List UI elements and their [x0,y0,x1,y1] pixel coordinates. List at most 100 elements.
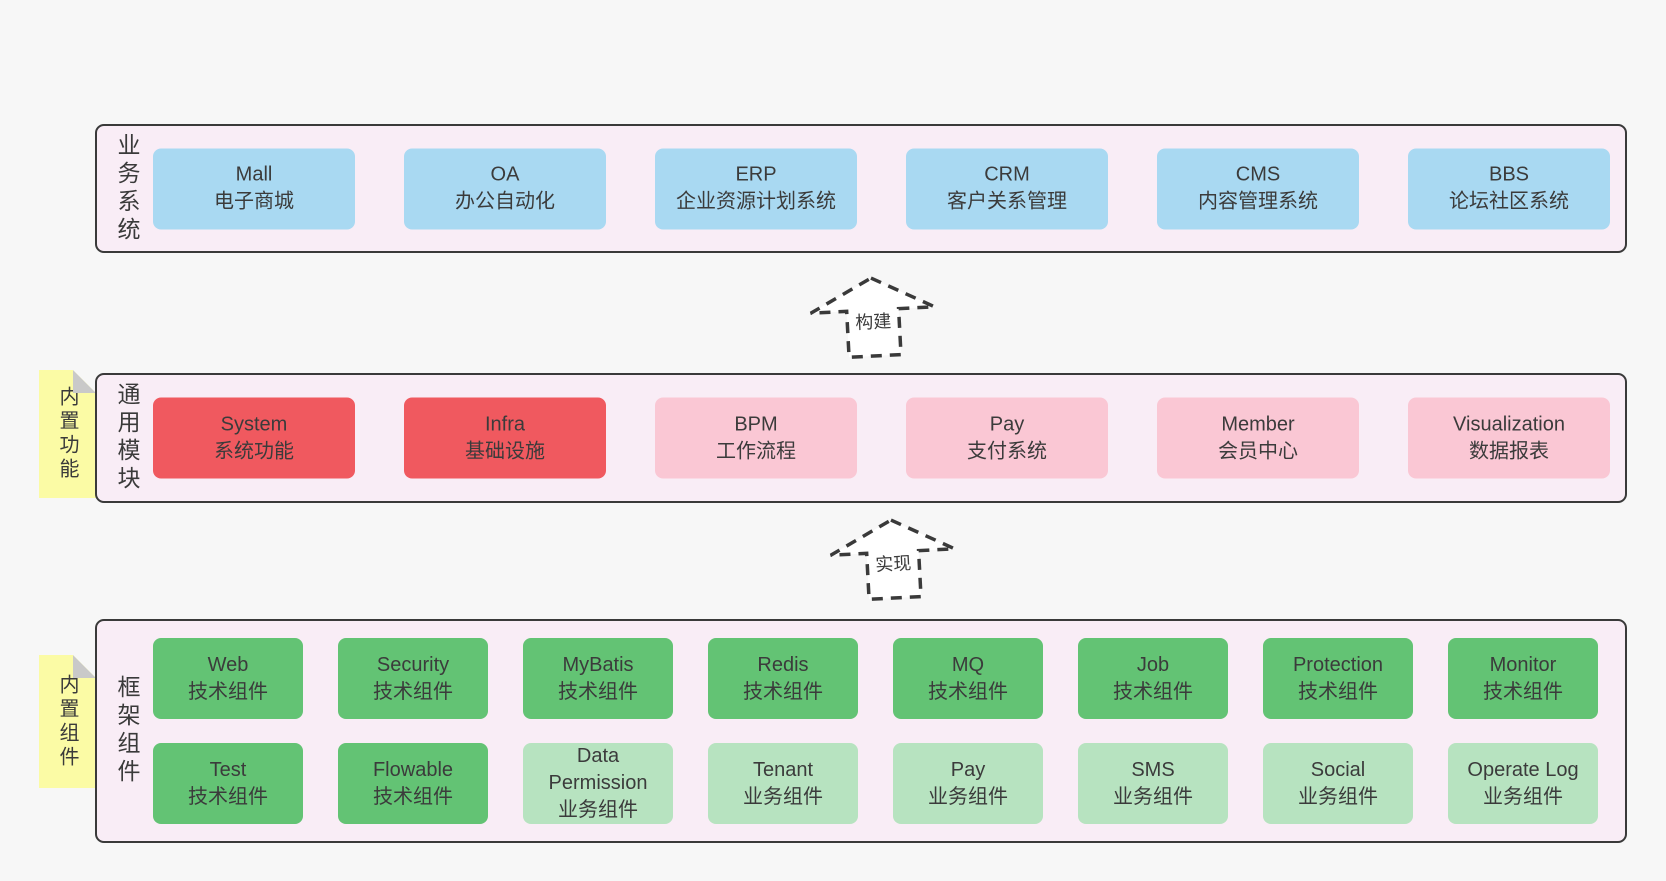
box-title: Web [207,653,249,676]
box-subtitle: 业务组件 [743,785,823,808]
box-sms: SMS 业务组件 [1078,743,1228,824]
box-subtitle: 客户关系管理 [947,190,1067,213]
box-title: Operate Log [1467,758,1579,781]
box-title: CMS [1235,163,1281,186]
box-cms: CMS 内容管理系统 [1157,148,1359,229]
box-subtitle: 技术组件 [188,680,268,703]
sticky-note-builtin-features: 内置功能 [39,370,96,498]
box-title: BBS [1488,163,1530,186]
box-subtitle: 技术组件 [558,680,638,703]
note-fold-corner-icon [73,655,96,678]
box-subtitle: 电子商城 [214,190,294,213]
business-boxes-row: Mall 电子商城 OA 办公自动化 ERP 企业资源计划系统 CRM 客户关系… [153,148,1610,229]
box-title: Flowable [372,758,454,781]
box-title: MyBatis [562,653,634,676]
box-subtitle: 系统功能 [214,440,294,462]
note-fold-corner-icon [73,370,96,393]
box-title: System [220,413,288,435]
box-mall: Mall 电子商城 [153,148,355,229]
box-erp: ERP 企业资源计划系统 [655,148,857,229]
box-bpm: BPM 工作流程 [655,397,857,479]
box-title: SMS [1131,758,1175,781]
box-subtitle: 企业资源计划系统 [676,190,836,213]
business-systems-panel: 业务系统 Mall 电子商城 OA 办公自动化 ERP 企业资源计划系统 CRM… [95,124,1627,253]
box-title: Monitor [1489,653,1557,676]
common-boxes-row: System 系统功能 Infra 基础设施 BPM 工作流程 Pay 支付系统… [153,397,1610,479]
box-member: Member 会员中心 [1157,397,1359,479]
note-builtin-components-label: 内置组件 [56,673,78,770]
box-mybatis: MyBatis 技术组件 [523,638,673,719]
box-operate-log: Operate Log 业务组件 [1448,743,1598,824]
box-subtitle: 会员中心 [1218,440,1298,462]
box-subtitle: 业务组件 [928,785,1008,808]
box-social: Social 业务组件 [1263,743,1413,824]
box-tenant: Tenant 业务组件 [708,743,858,824]
box-redis: Redis 技术组件 [708,638,858,719]
box-title: Visualization [1453,413,1565,435]
note-builtin-features-label: 内置功能 [56,386,78,482]
box-job: Job 技术组件 [1078,638,1228,719]
business-systems-side-label: 业务系统 [114,132,140,245]
box-subtitle: 技术组件 [373,785,453,808]
box-crm: CRM 客户关系管理 [906,148,1108,229]
box-security: Security 技术组件 [338,638,488,719]
box-data-permission: Data Permission 业务组件 [523,743,673,824]
framework-boxes-row-2: Test 技术组件 Flowable 技术组件 Data Permission … [153,743,1598,824]
box-title: Job [1136,653,1170,676]
box-oa: OA 办公自动化 [404,148,606,229]
box-title: MQ [951,653,985,676]
common-modules-side-label: 通用模块 [114,382,140,494]
box-subtitle: 支付系统 [967,440,1047,462]
box-bbs: BBS 论坛社区系统 [1408,148,1610,229]
box-subtitle: 办公自动化 [455,190,555,213]
box-subtitle: 技术组件 [743,680,823,703]
box-subtitle: 技术组件 [928,680,1008,703]
box-title: Pay [950,758,986,781]
box-infra: Infra 基础设施 [404,397,606,479]
box-title: Redis [757,653,809,676]
common-modules-panel: 通用模块 System 系统功能 Infra 基础设施 BPM 工作流程 Pay… [95,373,1627,503]
box-protection: Protection 技术组件 [1263,638,1413,719]
box-title: Tenant [752,758,814,781]
box-title: BPM [734,413,778,435]
box-title: Data Permission [548,745,648,794]
box-subtitle: 业务组件 [1483,785,1563,808]
box-title: Member [1221,413,1295,435]
box-test: Test 技术组件 [153,743,303,824]
box-title: OA [490,163,520,186]
framework-components-panel: 框架组件 Web 技术组件 Security 技术组件 MyBatis 技术组件… [95,619,1627,843]
box-title: Pay [989,413,1025,435]
implement-arrow-label: 实现 [871,548,915,578]
box-subtitle: 数据报表 [1469,440,1549,462]
box-title: Security [376,653,450,676]
box-subtitle: 论坛社区系统 [1449,190,1569,213]
box-title: ERP [735,163,777,186]
box-web: Web 技术组件 [153,638,303,719]
box-title: Infra [484,413,526,435]
box-subtitle: 技术组件 [373,680,453,703]
box-subtitle: 业务组件 [1298,785,1378,808]
box-subtitle: 技术组件 [188,785,268,808]
box-subtitle: 基础设施 [465,440,545,462]
box-system: System 系统功能 [153,397,355,479]
box-title: Protection [1292,653,1384,676]
box-mq: MQ 技术组件 [893,638,1043,719]
box-title: CRM [984,163,1030,186]
framework-components-side-label: 框架组件 [114,675,140,787]
build-arrow: 构建 [806,272,940,363]
box-visualization: Visualization 数据报表 [1408,397,1610,479]
implement-arrow: 实现 [826,514,960,605]
box-pay: Pay 支付系统 [906,397,1108,479]
box-subtitle: 技术组件 [1298,680,1378,703]
box-title: Test [209,758,247,781]
box-subtitle: 业务组件 [1113,785,1193,808]
box-title: Mall [235,163,273,186]
box-title: Social [1310,758,1366,781]
box-monitor: Monitor 技术组件 [1448,638,1598,719]
box-subtitle: 技术组件 [1113,680,1193,703]
box-pay-component: Pay 业务组件 [893,743,1043,824]
box-subtitle: 工作流程 [716,440,796,462]
build-arrow-label: 构建 [851,306,895,336]
box-subtitle: 内容管理系统 [1198,190,1318,213]
